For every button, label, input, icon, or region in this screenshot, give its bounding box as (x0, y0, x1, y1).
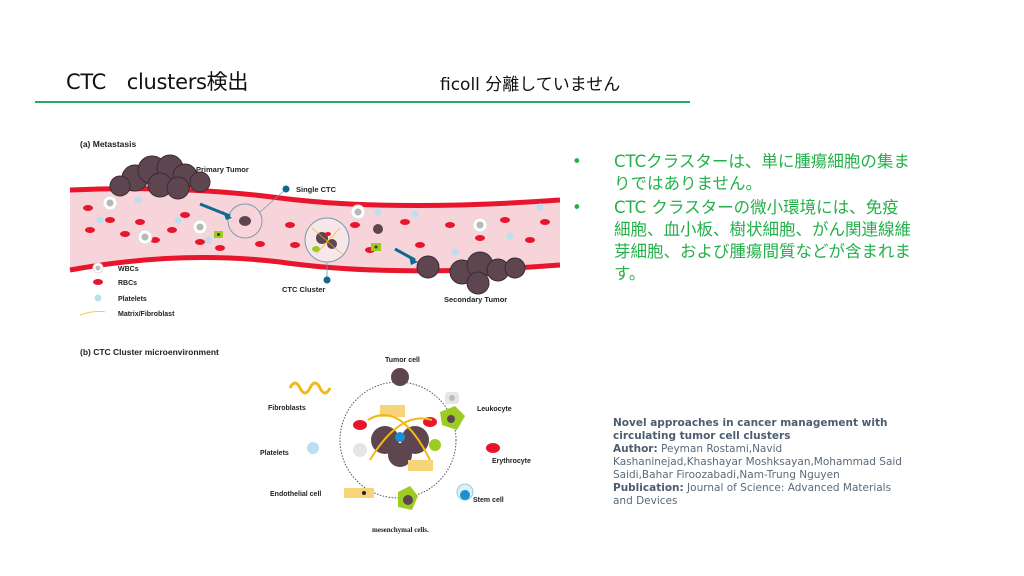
author-label: Author: (613, 443, 658, 455)
bullet-item: • CTC クラスターの微小環境には、免疫細胞、血小板、樹状細胞、がん関連線維芽… (572, 197, 912, 285)
wbc-cells (102, 195, 488, 245)
label-primary-tumor: Primary Tumor (196, 165, 249, 174)
publication-label: Publication: (613, 482, 684, 494)
bullet-marker: • (572, 198, 582, 217)
legend: WBCs RBCs Platelets Matrix/Fibroblast (79, 262, 175, 318)
label-ctc-cluster: CTC Cluster (282, 285, 325, 294)
bullet-text: CTC クラスターの微小環境には、免疫細胞、血小板、樹状細胞、がん関連線維芽細胞… (614, 198, 911, 283)
rbc-cells (83, 205, 550, 253)
label-platelets: Platelets (260, 450, 289, 457)
panel-b-heading: (b) CTC Cluster microenvironment (80, 347, 219, 357)
secondary-tumor (416, 251, 526, 295)
label-stem-cell: Stem cell (473, 497, 504, 504)
slide-title: CTC clusters検出 (66, 70, 249, 94)
label-leukocyte: Leukocyte (477, 406, 512, 413)
platelet-cells (96, 196, 544, 256)
legend-wbcs: WBCs (118, 266, 139, 273)
primary-tumor (109, 154, 211, 200)
arrow-head-icon (409, 256, 418, 265)
mesenchymal-cell (214, 224, 383, 251)
legend-platelets: Platelets (118, 296, 147, 303)
publication-name: Journal of Science: Advanced Materials a… (613, 482, 892, 507)
reference-publication: Publication: Journal of Science: Advance… (613, 482, 903, 508)
legend-rbcs: RBCs (118, 280, 137, 287)
title-divider (35, 101, 690, 103)
author-names: Peyman Rostami,Navid Kashaninejad,Khasha… (613, 443, 902, 481)
bullet-marker: • (572, 152, 582, 171)
reference-title: Novel approaches in cancer management wi… (613, 417, 888, 442)
panel-a-heading: (a) Metastasis (80, 139, 136, 149)
label-fibroblasts: Fibroblasts (268, 405, 306, 412)
bullet-list: • CTCクラスターは、単に腫瘍細胞の集まりではありません。 • CTC クラス… (572, 151, 912, 287)
label-secondary-tumor: Secondary Tumor (444, 295, 507, 304)
label-mesenchymal-cells: mesenchymal cells. (372, 526, 429, 534)
reference-citation: Novel approaches in cancer management wi… (613, 417, 903, 508)
label-single-ctc: Single CTC (296, 185, 337, 194)
bullet-item: • CTCクラスターは、単に腫瘍細胞の集まりではありません。 (572, 151, 912, 195)
label-endothelial-cell: Endothelial cell (270, 491, 321, 498)
label-erythrocyte: Erythrocyte (492, 458, 531, 465)
label-tumor-cell: Tumor cell (385, 357, 420, 364)
slide-subtitle: ficoll 分離していません (440, 75, 621, 95)
ctc-cluster (304, 217, 350, 284)
bullet-text: CTCクラスターは、単に腫瘍細胞の集まりではありません。 (614, 152, 910, 193)
legend-matrix-fibroblast: Matrix/Fibroblast (118, 311, 175, 318)
microenvironment-diagram (288, 368, 500, 510)
ctc-figure: (a) Metastasis Primary Tumor Single CTC … (69, 139, 560, 534)
reference-authors: Author: Peyman Rostami,Navid Kashanineja… (613, 443, 903, 482)
single-ctc (199, 185, 290, 239)
